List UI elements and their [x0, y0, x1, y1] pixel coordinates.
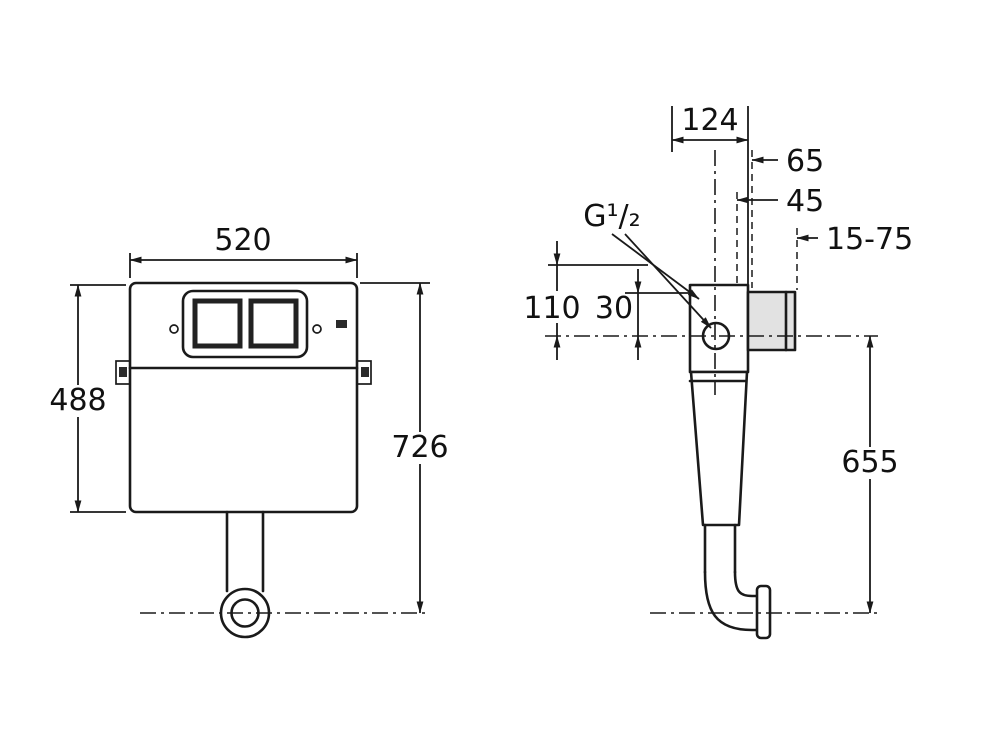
front-body-height-label: 488 [49, 383, 106, 418]
side-inlet-range-dimension: 15-75 [796, 222, 913, 257]
side-thread-callout: G¹/₂ [583, 199, 712, 329]
front-side-detail [336, 320, 347, 328]
side-inlet-range-label: 15-75 [826, 222, 913, 257]
side-small-offset-dimension: 30 [595, 269, 642, 360]
side-depth-dimension: 124 [671, 103, 749, 144]
front-flush-button-left [192, 298, 243, 349]
front-view: 520 488 726 [49, 223, 449, 639]
front-bracket-right [356, 360, 372, 385]
front-width-dimension: 520 [129, 223, 358, 278]
side-top-offset-label: 110 [523, 291, 580, 326]
front-bracket-left [115, 360, 131, 385]
side-offset-a-label: 65 [786, 144, 824, 179]
side-depth-label: 124 [681, 103, 738, 138]
side-inlet-stub [746, 290, 797, 352]
side-outlet-pipe [703, 523, 772, 640]
front-total-height-label: 726 [391, 430, 448, 465]
side-offset-b-label: 45 [786, 184, 824, 219]
side-outlet-height-label: 655 [841, 445, 898, 480]
side-view: 124 65 45 15-75 G¹/₂ 110 [523, 103, 913, 640]
front-outlet-pipe [219, 510, 271, 639]
side-thread-label: G¹/₂ [583, 199, 640, 234]
front-width-label: 520 [214, 223, 271, 258]
side-top-offset-dimension: 110 [523, 241, 581, 360]
side-outlet-flange [755, 584, 772, 640]
front-total-height-dimension: 726 [360, 282, 449, 614]
front-fixing-dot-left [169, 324, 179, 334]
side-offset-a-dimension: 65 [751, 144, 824, 179]
front-fixing-dot-right [312, 324, 322, 334]
front-body-height-dimension: 488 [49, 284, 126, 513]
side-outlet-height-dimension: 655 [841, 335, 899, 614]
front-flush-button-right [248, 298, 299, 349]
side-offset-b-dimension: 45 [736, 184, 824, 219]
side-small-offset-label: 30 [595, 291, 633, 326]
side-cistern-body [689, 370, 749, 527]
